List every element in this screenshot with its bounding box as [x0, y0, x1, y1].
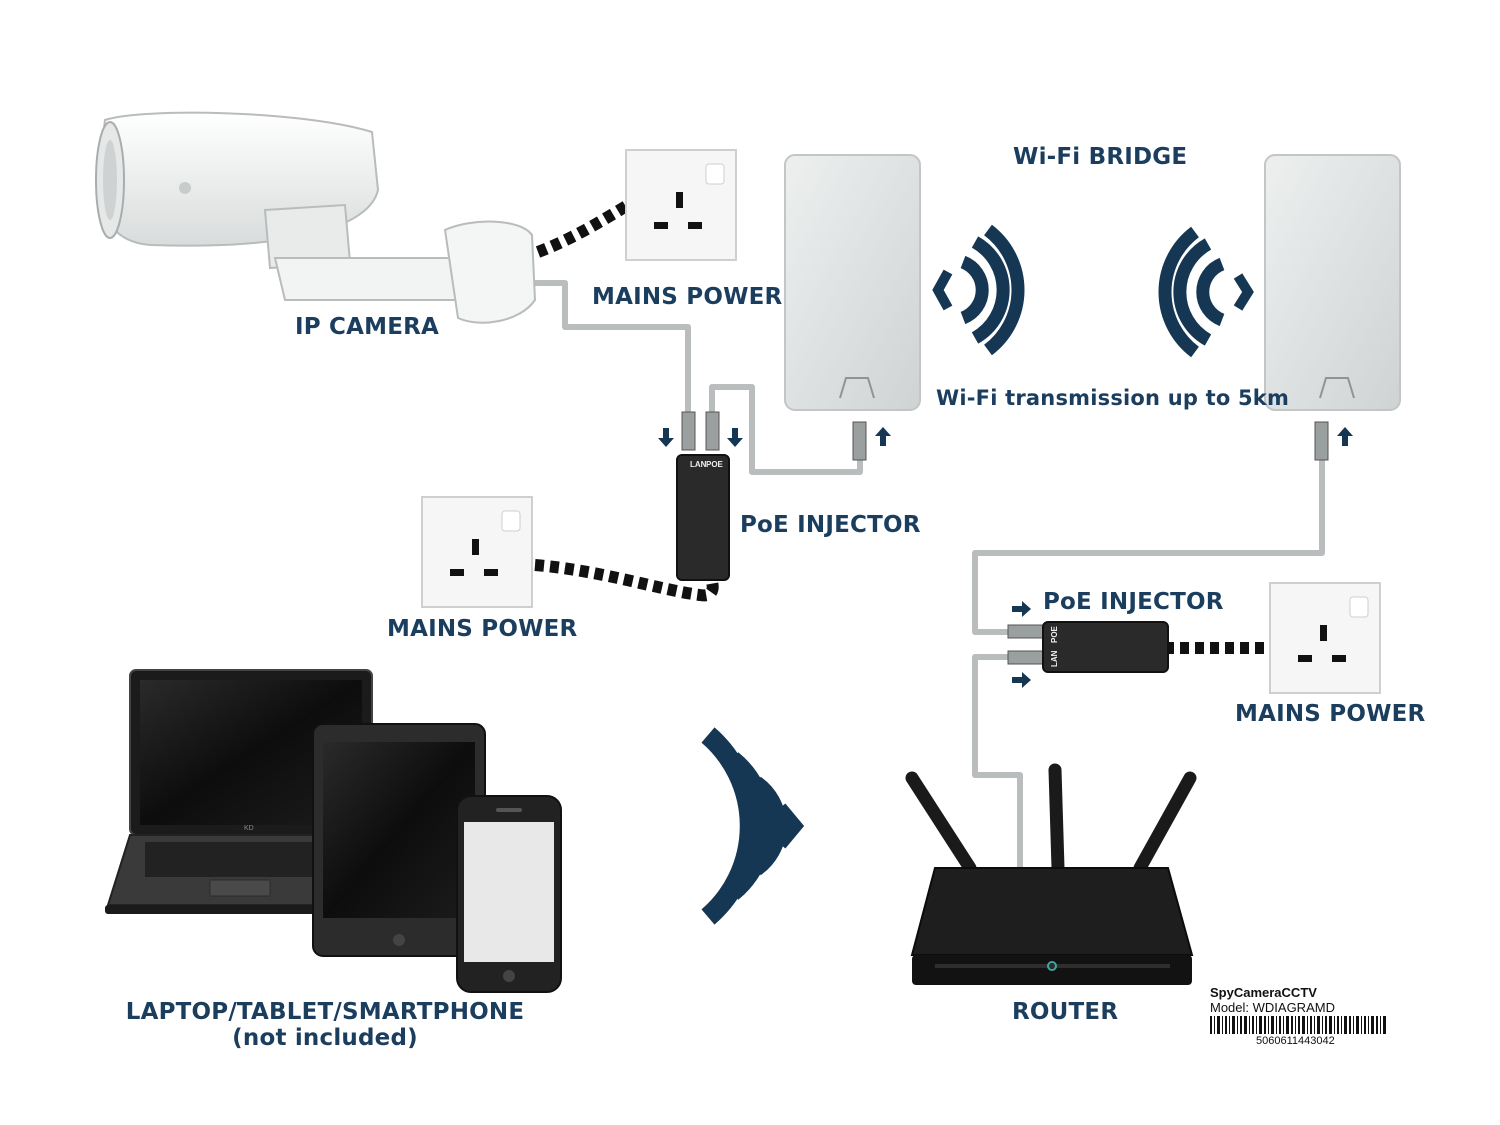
label-poe-injector-right: PoE INJECTOR — [1043, 589, 1224, 615]
ip-camera — [95, 111, 537, 324]
label-poe-injector-left: PoE INJECTOR — [740, 512, 921, 538]
tablet — [312, 723, 486, 957]
poe-injector-right: LAN POE — [1042, 621, 1169, 673]
product-model: Model: WDIAGRAMD — [1210, 1000, 1335, 1015]
barcode — [1210, 1016, 1386, 1034]
rj45-connectors — [681, 411, 1329, 665]
label-ip-camera: IP CAMERA — [295, 314, 440, 340]
label-devices-line1: LAPTOP/TABLET/SMARTPHONE — [125, 999, 525, 1025]
wall-socket-right — [1269, 582, 1381, 694]
label-router: ROUTER — [1012, 999, 1119, 1025]
ethernet-cables — [530, 280, 1325, 868]
wall-socket-top — [625, 149, 737, 261]
wifi-signal-icon-left-bridge — [932, 224, 1025, 356]
label-mains-power-top: MAINS POWER — [592, 284, 783, 310]
wifi-signal-icon-devices — [701, 727, 805, 925]
smartphone — [456, 795, 562, 993]
router — [905, 763, 1197, 985]
wifi-bridge-panel-right — [1264, 154, 1401, 411]
flow-arrows — [658, 427, 1353, 688]
poe-right-lan-label: LAN — [1050, 650, 1059, 667]
wifi-bridge-panel-left — [784, 154, 921, 411]
barcode-number: 5060611443042 — [1256, 1035, 1335, 1047]
poe-left-lan-label: LAN — [690, 460, 707, 469]
label-devices-line2: (not included) — [232, 1025, 418, 1051]
wall-socket-left — [421, 496, 533, 608]
label-mains-power-right: MAINS POWER — [1235, 701, 1426, 727]
power-cables — [534, 199, 1270, 654]
label-devices: LAPTOP/TABLET/SMARTPHONE (not included) — [110, 999, 540, 1051]
label-wifi-bridge: Wi-Fi BRIDGE — [1013, 144, 1188, 170]
poe-left-poe-label: POE — [706, 460, 724, 469]
laptop-brand: KD — [244, 825, 254, 832]
label-mains-power-left: MAINS POWER — [387, 616, 578, 642]
poe-right-poe-label: POE — [1050, 625, 1059, 643]
wifi-signal-icon-right-bridge — [1158, 226, 1254, 358]
product-brand: SpyCameraCCTV — [1210, 985, 1317, 1000]
poe-injector-left: LAN POE — [676, 454, 730, 581]
label-wifi-transmission: Wi-Fi transmission up to 5km — [936, 386, 1290, 410]
